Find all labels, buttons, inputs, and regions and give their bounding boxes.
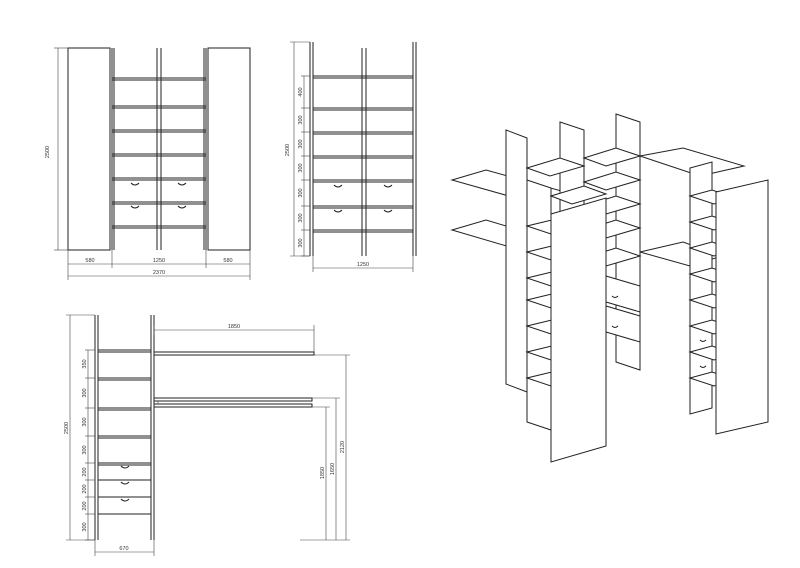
front-shelves	[112, 77, 206, 229]
side-shelves	[98, 349, 151, 515]
left-wardrobe-panel	[67, 47, 111, 251]
side-hanging-rail-top	[153, 397, 313, 402]
side-spacing-label: 200	[82, 467, 88, 476]
section-drawer-handles	[333, 184, 393, 213]
side-rod-height-label: 1850	[320, 467, 326, 479]
front-width-left-label: 580	[85, 258, 94, 264]
side-height-label: 2500	[64, 422, 70, 434]
section-shelves	[313, 75, 413, 233]
front-drawer-handles	[130, 182, 187, 209]
side-view: 1850 2500 350 300 300 300 200 200 200 30…	[64, 314, 350, 556]
section-spacing-label: 300	[298, 139, 304, 148]
front-width-center-label: 1250	[153, 258, 165, 264]
front-width-right-label: 580	[223, 258, 232, 264]
side-shelf-length-label: 1850	[228, 324, 240, 330]
section-spacing-label: 300	[298, 213, 304, 222]
section-spacing-label: 400	[298, 87, 304, 96]
section-width-label: 1250	[357, 262, 369, 268]
side-rod-height-label: 1650	[330, 463, 336, 475]
iso-back-panel	[505, 129, 528, 393]
section-spacing-label: 300	[298, 163, 304, 172]
front-height-label: 2500	[45, 146, 51, 158]
right-wardrobe-panel	[207, 47, 251, 251]
section-spacing-label: 300	[298, 115, 304, 124]
section-height-label: 2500	[285, 144, 291, 156]
side-hanging-rail-bottom	[153, 403, 313, 408]
isometric-view	[450, 113, 769, 463]
iso-right-front-panel	[715, 179, 769, 435]
section-view: 2500 400 300 300 300 300 300 300 1250	[285, 41, 417, 272]
front-width-total-label: 2370	[153, 270, 165, 276]
section-spacing-label: 300	[298, 238, 304, 247]
side-drawer-handles	[120, 465, 130, 502]
side-spacing-label: 200	[82, 484, 88, 493]
side-rod-height-label: 2120	[340, 441, 346, 453]
front-view: 2500 580 1250 580 2370	[45, 47, 251, 280]
side-spacing-label: 350	[82, 359, 88, 368]
side-top-shelf	[153, 351, 315, 356]
side-spacing-label: 300	[82, 445, 88, 454]
section-spacing-label: 300	[298, 188, 304, 197]
side-spacing-label: 300	[82, 417, 88, 426]
side-depth-label: 670	[119, 546, 128, 552]
iso-right-shelf-upper	[638, 147, 746, 177]
side-spacing-label: 300	[82, 522, 88, 531]
iso-front-center-panel	[550, 197, 607, 463]
side-spacing-label: 200	[82, 501, 88, 510]
side-spacing-label: 300	[82, 388, 88, 397]
